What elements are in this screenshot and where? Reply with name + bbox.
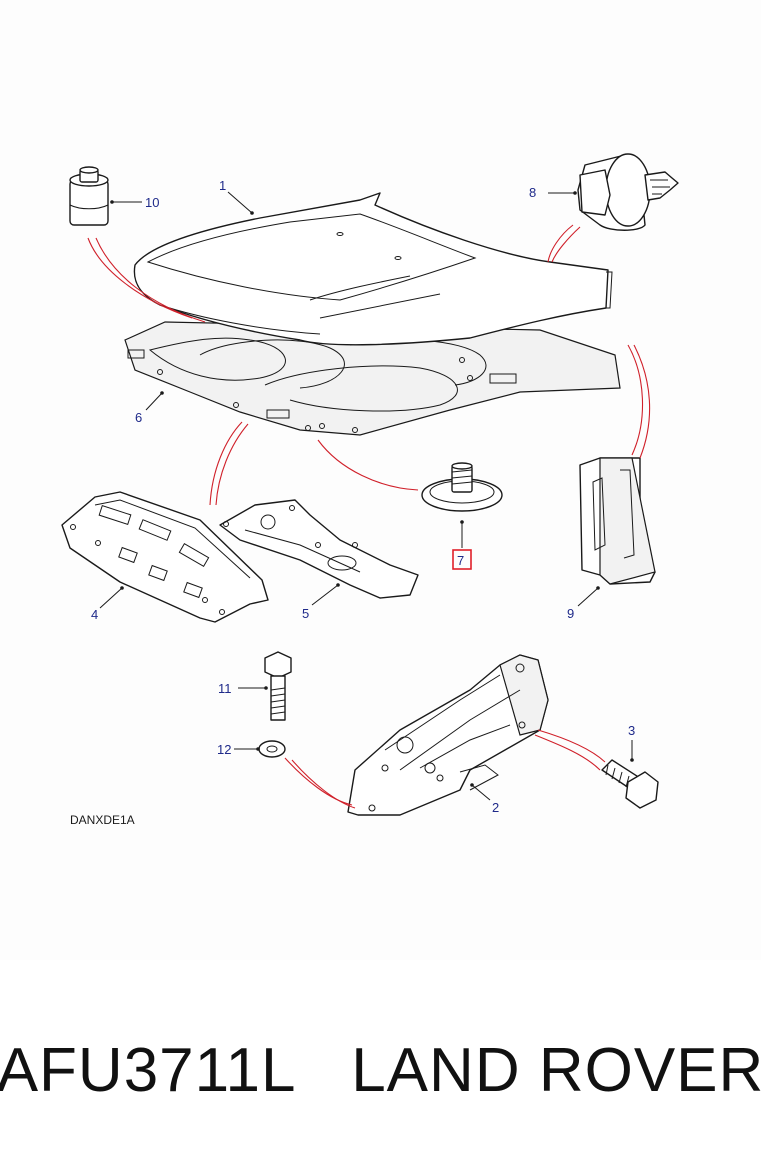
callout-3: 3 bbox=[628, 723, 635, 738]
callout-8: 8 bbox=[529, 185, 536, 200]
part-1-bonnet bbox=[133, 192, 613, 346]
part-12-washer bbox=[258, 740, 286, 758]
part-number: AFU3711L bbox=[0, 1035, 297, 1105]
part-11-bolt bbox=[264, 651, 292, 721]
callout-5: 5 bbox=[302, 606, 309, 621]
part-3-bolt bbox=[601, 759, 659, 809]
part-title: AFU3711L LAND ROVER bbox=[0, 1030, 761, 1110]
callout-6: 6 bbox=[135, 410, 142, 425]
title-spacer bbox=[297, 1035, 352, 1106]
callout-7: 7 bbox=[457, 553, 464, 568]
highlight-box-7 bbox=[452, 549, 472, 570]
part-8-clip bbox=[577, 153, 679, 231]
assembly-link-lines bbox=[87, 224, 651, 809]
part-9-bracket bbox=[579, 457, 656, 585]
diagram-drawing: 1 8 10 6 7 9 4 5 11 12 2 3 DANXDE1A bbox=[61, 153, 679, 827]
callout-9: 9 bbox=[567, 606, 574, 621]
part-10-buffer bbox=[69, 166, 109, 226]
brand-name: LAND ROVER bbox=[351, 1035, 761, 1105]
callout-4: 4 bbox=[91, 607, 98, 622]
callout-labels: 1 8 10 6 7 9 4 5 11 12 2 3 DANXDE1A bbox=[70, 178, 635, 827]
parts-diagram: 1 8 10 6 7 9 4 5 11 12 2 3 DANXDE1A bbox=[61, 153, 679, 827]
part-7-pad bbox=[421, 462, 503, 512]
callout-10: 10 bbox=[145, 195, 159, 210]
callout-2: 2 bbox=[492, 800, 499, 815]
diagram-reference-code: DANXDE1A bbox=[70, 813, 135, 827]
part-5-plate bbox=[219, 499, 419, 599]
callout-11: 11 bbox=[218, 681, 232, 696]
callout-12: 12 bbox=[217, 742, 231, 757]
leader-lines bbox=[99, 191, 634, 801]
callout-1: 1 bbox=[219, 178, 226, 193]
part-4-reinforcement bbox=[61, 491, 269, 623]
part-2-hinge bbox=[347, 654, 549, 816]
